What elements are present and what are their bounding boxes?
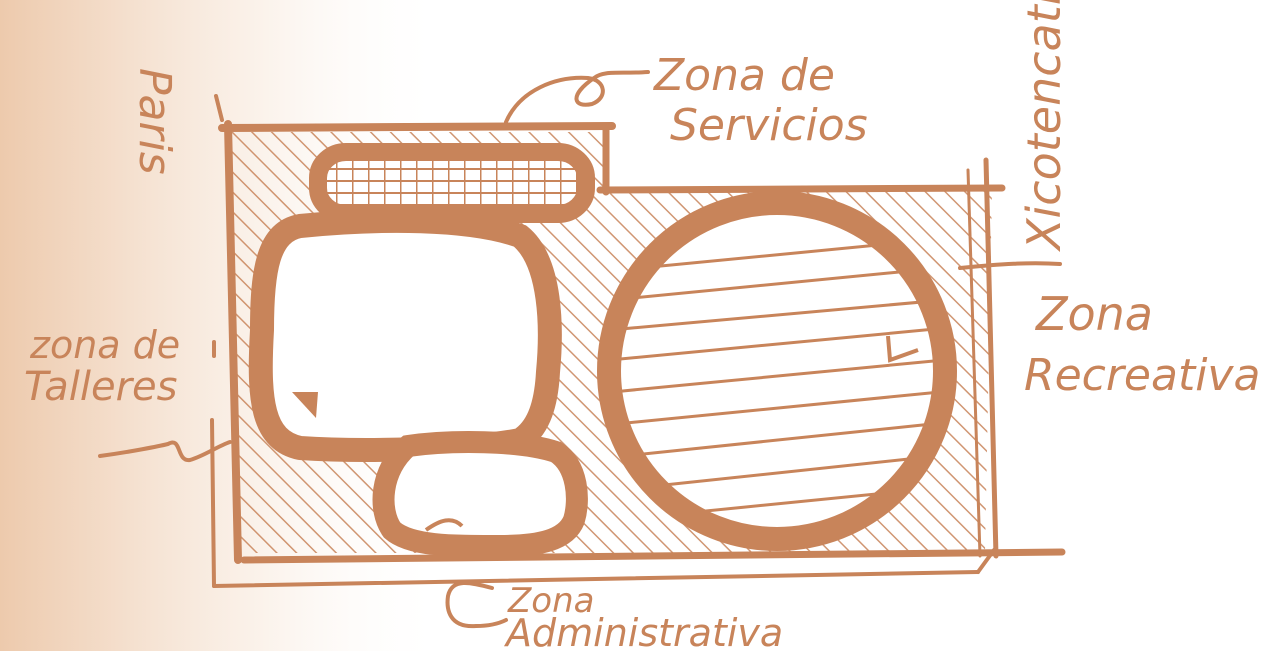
- administration-zone-label-line2: Administrativa: [503, 611, 783, 651]
- recreation-zone-label-line2: Recreativa: [1024, 350, 1260, 401]
- administration-zone-label-line1: Zona: [507, 581, 594, 621]
- workshops-zone-label-line2: Talleres: [24, 364, 177, 410]
- administration-zone: [372, 431, 588, 558]
- site-lot-outline: [210, 94, 1066, 588]
- workshop-zone: [248, 208, 562, 462]
- leader-lines: [98, 70, 1062, 629]
- services-zone-label-line1: Zona de: [653, 50, 835, 101]
- service-zone: [309, 143, 595, 223]
- street-label-left: Paris: [129, 68, 180, 175]
- services-zone-label-line2: Servicios: [670, 100, 868, 151]
- street-label-right: Xicotencatl: [1017, 0, 1071, 252]
- workshops-zone-label-line1: zona de: [29, 323, 180, 367]
- recreation-zone-label-line1: Zona: [1034, 287, 1153, 341]
- recreation-zone: [597, 191, 957, 551]
